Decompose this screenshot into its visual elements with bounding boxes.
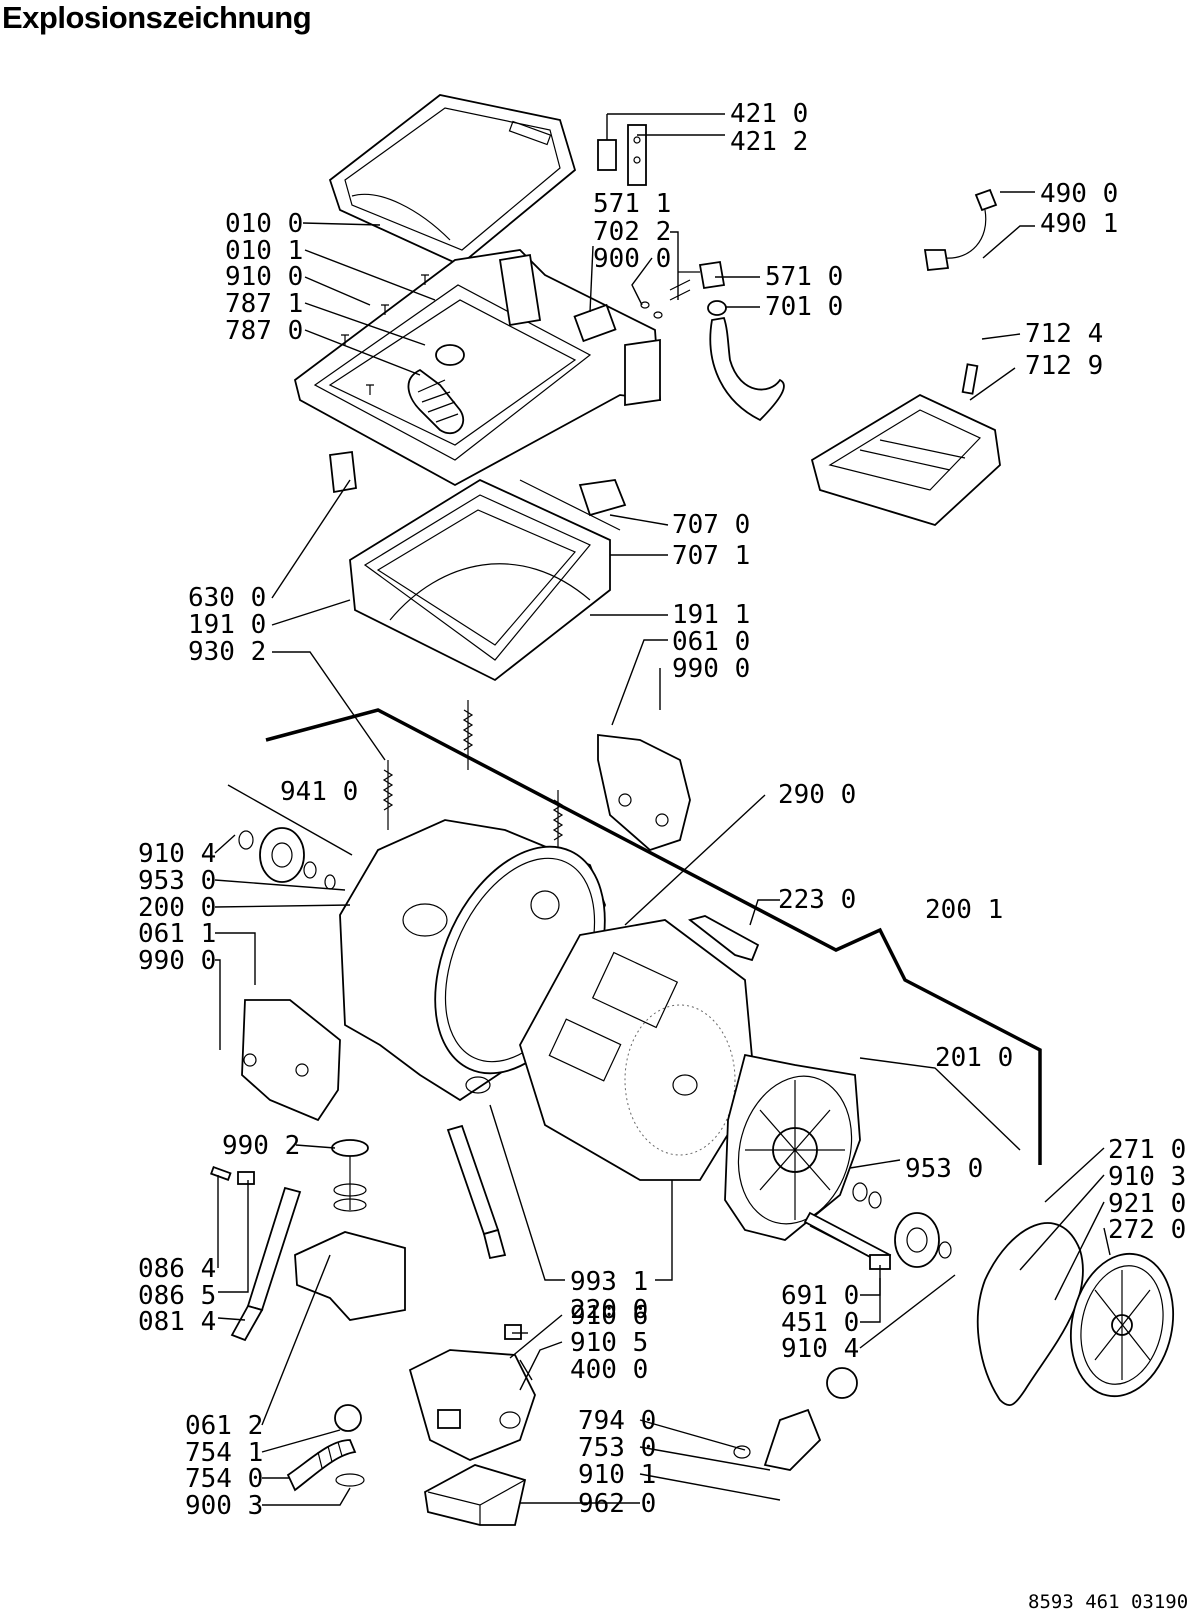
part-label: 691 0 bbox=[781, 1281, 859, 1311]
leader-lines bbox=[214, 113, 1111, 1506]
part-label: 910 4 bbox=[138, 839, 216, 869]
part-label: 787 1 bbox=[225, 289, 303, 319]
part-label: 900 0 bbox=[593, 244, 671, 274]
tub-top-ring bbox=[349, 478, 627, 682]
bearing-flange-rear bbox=[852, 1182, 952, 1268]
part-label: 990 0 bbox=[672, 654, 750, 684]
part-label: 061 1 bbox=[138, 919, 216, 949]
part-label: 272 0 bbox=[1108, 1215, 1186, 1245]
part-label: 271 0 bbox=[1108, 1135, 1186, 1165]
part-label: 921 0 bbox=[1108, 1189, 1186, 1219]
part-label: 930 2 bbox=[188, 637, 266, 667]
part-label: 702 2 bbox=[593, 217, 671, 247]
part-label: 910 3 bbox=[1108, 1162, 1186, 1192]
part-label: 630 0 bbox=[188, 583, 266, 613]
inlet-valve-hose bbox=[640, 260, 785, 422]
inner-drum bbox=[519, 919, 756, 1181]
part-label: 754 0 bbox=[185, 1464, 263, 1494]
part-label: 200 1 bbox=[925, 895, 1003, 925]
door-lock bbox=[597, 124, 647, 186]
rear-cover bbox=[976, 1222, 1084, 1407]
part-label: 400 0 bbox=[570, 1355, 648, 1385]
part-label: 201 0 bbox=[935, 1043, 1013, 1073]
counterweight-lower bbox=[241, 999, 341, 1122]
inlet-bellows bbox=[407, 344, 465, 435]
part-label: 794 0 bbox=[578, 1406, 656, 1436]
part-label: 571 1 bbox=[593, 189, 671, 219]
part-label: 490 0 bbox=[1040, 179, 1118, 209]
part-label: 787 0 bbox=[225, 316, 303, 346]
part-label: 421 2 bbox=[730, 127, 808, 157]
part-label: 910 4 bbox=[781, 1334, 859, 1364]
part-label: 223 0 bbox=[778, 885, 856, 915]
top-frame bbox=[293, 249, 661, 487]
page-title: Explosionszeichnung bbox=[2, 0, 312, 35]
part-label: 910 0 bbox=[225, 262, 303, 292]
part-label: 990 0 bbox=[138, 946, 216, 976]
detergent-drawer bbox=[810, 363, 1001, 527]
part-label: 910 1 bbox=[578, 1460, 656, 1490]
part-label: 571 0 bbox=[765, 262, 843, 292]
part-label: 191 1 bbox=[672, 600, 750, 630]
part-label: 451 0 bbox=[781, 1308, 859, 1338]
counterweight-upper bbox=[597, 733, 691, 852]
part-label: 753 0 bbox=[578, 1433, 656, 1463]
part-label: 910 6 bbox=[570, 1301, 648, 1331]
clamp-990-2 bbox=[331, 1139, 369, 1212]
part-label: 962 0 bbox=[578, 1489, 656, 1519]
part-label: 900 3 bbox=[185, 1491, 263, 1521]
drum-paddle bbox=[688, 915, 760, 962]
part-label: 200 0 bbox=[138, 893, 216, 923]
section-boundary-line bbox=[265, 708, 1042, 1165]
part-label: 010 0 bbox=[225, 209, 303, 239]
power-cord bbox=[923, 188, 998, 271]
rear-tub-half bbox=[724, 1053, 861, 1241]
part-label: 290 0 bbox=[778, 780, 856, 810]
part-label: 086 5 bbox=[138, 1281, 216, 1311]
bearing-flange-front bbox=[238, 827, 336, 890]
part-label: 490 1 bbox=[1040, 209, 1118, 239]
shock-absorber-left bbox=[210, 1165, 302, 1342]
part-label: 191 0 bbox=[188, 610, 266, 640]
drum-pulley bbox=[1069, 1252, 1175, 1398]
part-label: 220 0 bbox=[570, 1295, 648, 1325]
part-label: 712 4 bbox=[1025, 319, 1103, 349]
motor-connector bbox=[733, 1367, 858, 1471]
shock-absorber-right bbox=[446, 1124, 507, 1260]
part-label: 754 1 bbox=[185, 1438, 263, 1468]
top-cover-tray bbox=[328, 94, 577, 267]
part-label: 712 9 bbox=[1025, 351, 1103, 381]
drain-pump bbox=[408, 1324, 536, 1461]
part-label: 941 0 bbox=[280, 777, 358, 807]
part-label: 707 1 bbox=[672, 541, 750, 571]
part-label: 990 2 bbox=[222, 1131, 300, 1161]
screws-top bbox=[341, 274, 429, 395]
part-label: 061 2 bbox=[185, 1411, 263, 1441]
part-labels: 421 0 421 2 571 1 702 2 900 0 571 0 701 … bbox=[138, 99, 1186, 1521]
part-label: 086 4 bbox=[138, 1254, 216, 1284]
cover-061-2 bbox=[294, 1231, 406, 1321]
document-number: 8593 461 03190 bbox=[1028, 1591, 1188, 1613]
heating-element bbox=[803, 1211, 892, 1270]
part-label: 953 0 bbox=[905, 1154, 983, 1184]
part-label: 701 0 bbox=[765, 292, 843, 322]
bottom-tray bbox=[424, 1464, 527, 1526]
outer-tub bbox=[339, 819, 606, 1102]
small-cover-630 bbox=[329, 450, 357, 494]
part-label: 081 4 bbox=[138, 1307, 216, 1337]
filter-hose bbox=[286, 1404, 365, 1492]
part-label: 910 5 bbox=[570, 1328, 648, 1358]
part-label: 707 0 bbox=[672, 510, 750, 540]
part-label: 993 1 bbox=[570, 1267, 648, 1297]
part-label: 061 0 bbox=[672, 627, 750, 657]
part-label: 953 0 bbox=[138, 866, 216, 896]
part-label: 010 1 bbox=[225, 236, 303, 266]
part-label: 421 0 bbox=[730, 99, 808, 129]
